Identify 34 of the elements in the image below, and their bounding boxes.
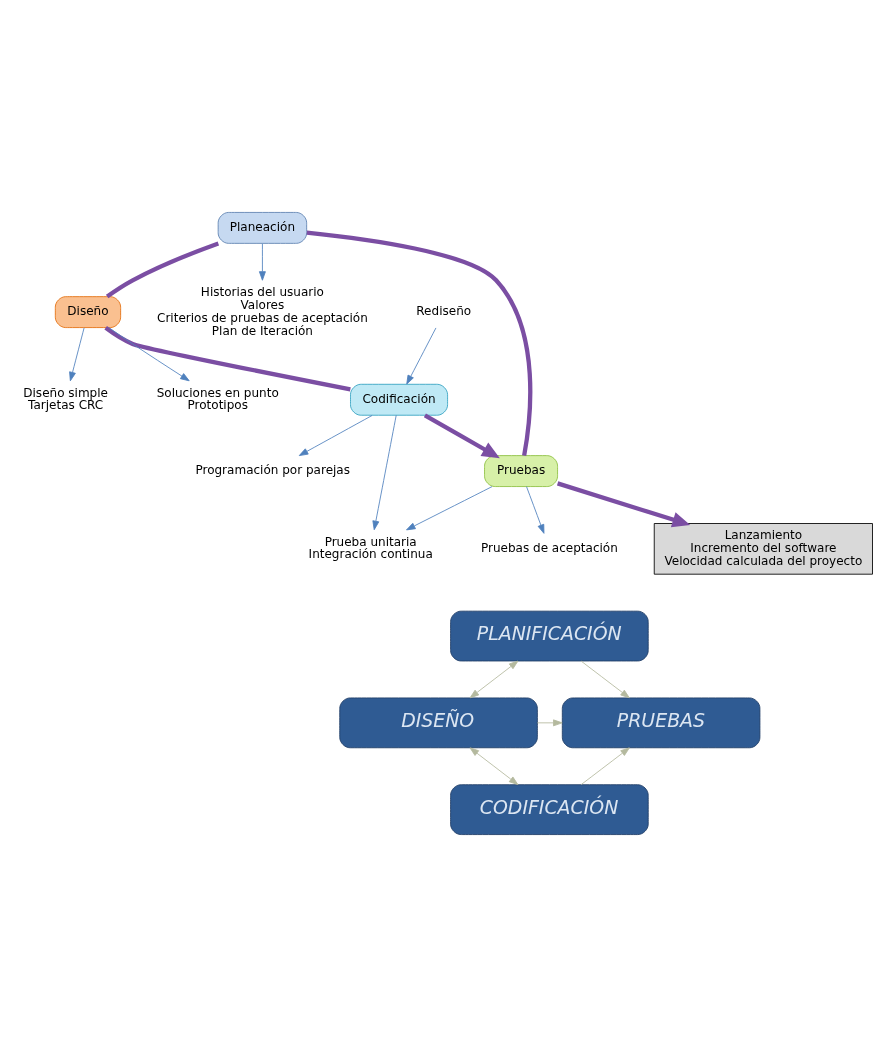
node-box: PLANIFICACIÓN [450,610,649,661]
node-box: Lanzamiento Incremento del software Velocidad calculada del proyecto [653,522,873,575]
node-box: Diseño [54,295,122,328]
arrow [406,327,437,385]
node-text: Prueba unitaria Integración continua [308,534,433,561]
node-box: DISEÑO [339,697,538,748]
arrow [556,480,691,527]
arrow [469,660,519,698]
connector [104,325,351,391]
arrow [69,327,85,381]
connector [306,229,533,456]
arrow [537,718,563,726]
arrow [423,413,500,458]
node-box: Codificación [350,383,448,416]
node-box: Pruebas [484,454,558,487]
node-text: Pruebas de aceptación [480,540,618,555]
arrow [372,414,397,530]
connector [105,240,220,298]
arrow [298,414,373,456]
arrow [108,326,190,381]
arrow [406,485,493,530]
node-text: Soluciones en punto Prototipos [156,385,279,412]
node-text: Programación por parejas [195,462,350,477]
arrow [469,746,519,785]
arrow [580,746,630,785]
node-text: Historias del usuario Valores Criterios de pruebas de aceptación Plan de Iteración [157,284,368,338]
node-box: Planeación [217,211,308,244]
arrow [526,485,545,534]
node-text: Rediseño [416,303,472,318]
node-text: Diseño simple Tarjetas CRC [23,385,108,412]
node-box: CODIFICACIÓN [450,783,649,835]
arrow [258,242,266,281]
arrow [580,660,630,698]
node-box: PRUEBAS [561,697,761,748]
